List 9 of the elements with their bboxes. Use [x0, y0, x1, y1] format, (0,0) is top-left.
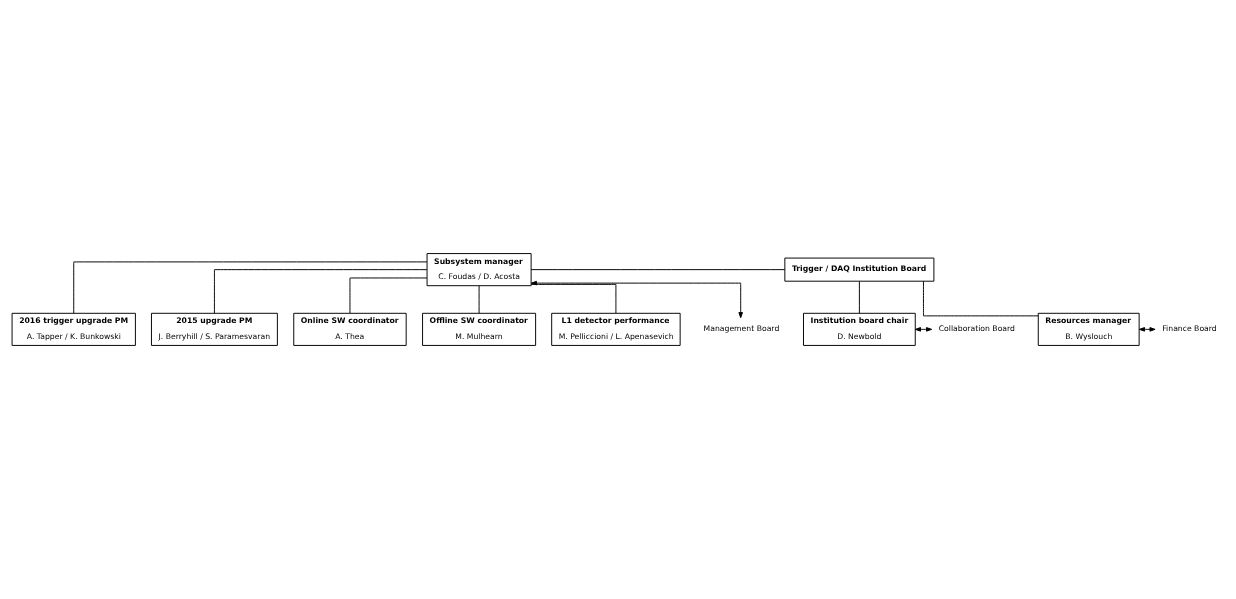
arrow — [530, 280, 743, 319]
connector — [478, 285, 480, 314]
connector — [213, 269, 428, 314]
connector — [922, 280, 1039, 317]
connector — [858, 280, 860, 314]
connector — [530, 283, 617, 314]
connector — [73, 261, 428, 314]
connector — [349, 277, 428, 314]
connector — [530, 269, 786, 271]
